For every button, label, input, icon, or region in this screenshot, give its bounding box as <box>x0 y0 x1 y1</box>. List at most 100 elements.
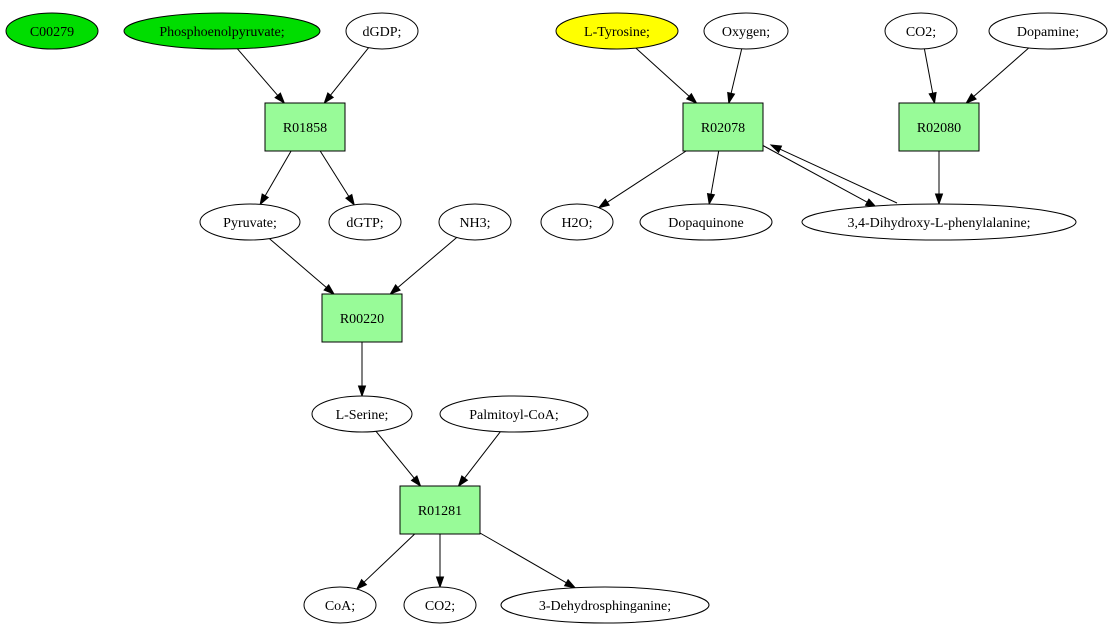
node-label: CoA; <box>325 599 355 614</box>
edge-R02080-to-ldopa <box>934 151 944 206</box>
compound-node-coa: CoA; <box>303 586 377 624</box>
node-label: R00220 <box>340 312 384 327</box>
compound-node-lserine: L-Serine; <box>311 395 413 433</box>
edge-line <box>973 47 1030 97</box>
reaction-node-R02078: R02078 <box>682 102 764 152</box>
compound-node-co2_top: CO2; <box>884 12 958 50</box>
compound-ellipse <box>328 203 402 241</box>
compound-ellipse <box>500 586 710 624</box>
edge-line <box>761 144 868 203</box>
edge-R01281-to-co2_bottom <box>435 534 445 589</box>
node-label: 3-Dehydrosphinganine; <box>539 599 671 614</box>
compound-ellipse <box>801 203 1077 241</box>
arrowhead <box>323 283 336 295</box>
compound-node-ldopa: 3,4-Dihydroxy-L-phenylalanine; <box>801 203 1077 241</box>
compound-node-co2_bottom: CO2; <box>403 586 477 624</box>
arrowhead <box>323 92 335 105</box>
edge-pyruvate-to-R00220 <box>269 238 336 295</box>
edge-line <box>779 148 898 204</box>
edge-line <box>397 237 458 288</box>
compound-node-pyruvate: Pyruvate; <box>199 203 301 241</box>
compound-node-dopaquinone: Dopaquinone <box>639 203 773 241</box>
compound-node-dGDP: dGDP; <box>345 12 419 50</box>
arrowhead <box>706 192 716 206</box>
edge-phosphoenolpyruvate-to-R01858 <box>237 48 286 105</box>
node-label: R01858 <box>283 121 327 136</box>
edge-line <box>237 48 279 96</box>
arrowhead <box>934 193 944 206</box>
edge-line <box>264 150 292 196</box>
edge-R02078-to-h2o <box>597 150 687 209</box>
compound-ellipse <box>703 12 789 50</box>
node-label: Pyruvate; <box>223 216 277 231</box>
reaction-box <box>898 102 980 152</box>
node-label: CO2; <box>425 599 455 614</box>
compound-ellipse <box>439 395 589 433</box>
reaction-node-R01281: R01281 <box>399 485 481 535</box>
edge-oxygen-to-R02078 <box>727 48 743 105</box>
edge-line <box>269 238 327 288</box>
arrowhead <box>410 475 422 488</box>
edge-R01858-to-dGTP <box>319 150 356 207</box>
compound-node-dGTP: dGTP; <box>328 203 402 241</box>
edge-R02078-to-dopaquinone <box>706 150 720 206</box>
node-label: R01281 <box>418 504 462 519</box>
arrowhead <box>457 475 469 488</box>
node-label: L-Tyrosine; <box>584 25 650 40</box>
node-label: 3,4-Dihydroxy-L-phenylalanine; <box>847 216 1030 231</box>
edge-lserine-to-R01281 <box>375 430 422 488</box>
compound-ellipse <box>639 203 773 241</box>
compound-node-oxygen: Oxygen; <box>703 12 789 50</box>
reaction-box <box>264 102 346 152</box>
edge-line <box>923 48 934 94</box>
node-label: H2O; <box>561 216 592 231</box>
node-label: R02080 <box>917 121 961 136</box>
compound-ellipse <box>199 203 301 241</box>
compound-node-dehydrosphinganine: 3-Dehydrosphinganine; <box>500 586 710 624</box>
arrowhead <box>274 92 286 105</box>
node-label: dGDP; <box>363 25 402 40</box>
edges-layer <box>237 47 1030 591</box>
arrowhead <box>355 578 368 591</box>
compound-ellipse <box>555 12 679 50</box>
arrowhead <box>769 144 783 154</box>
reaction-box <box>399 485 481 535</box>
edge-dopamine-to-R02080 <box>965 47 1030 104</box>
edge-line <box>635 47 690 97</box>
compound-node-C00279: C00279 <box>5 12 99 50</box>
reaction-node-R02080: R02080 <box>898 102 980 152</box>
edge-line <box>730 48 743 94</box>
arrowhead <box>435 576 445 589</box>
edge-line <box>363 533 416 583</box>
node-label: Palmitoyl-CoA; <box>469 408 558 423</box>
compound-node-h2o: H2O; <box>540 203 614 241</box>
edge-line <box>710 150 720 195</box>
arrowhead <box>965 92 977 104</box>
reaction-box <box>682 102 764 152</box>
edge-co2_top-to-R02080 <box>923 48 937 105</box>
arrowhead <box>389 284 401 295</box>
node-label: C00279 <box>30 25 74 40</box>
arrowhead <box>357 385 367 398</box>
edge-line <box>375 430 415 479</box>
reaction-node-R00220: R00220 <box>321 293 403 343</box>
arrowhead <box>685 92 698 105</box>
edge-R01281-to-dehydrosphinganine <box>479 532 577 589</box>
node-label: Oxygen; <box>722 25 770 40</box>
compound-ellipse <box>123 12 321 50</box>
arrowhead <box>345 193 356 207</box>
edge-ldopa-to-R02078 <box>769 144 898 204</box>
compound-ellipse <box>345 12 419 50</box>
arrowhead <box>727 91 736 105</box>
arrowhead <box>597 198 611 209</box>
node-label: Dopamine; <box>1017 25 1079 40</box>
edge-R01858-to-pyruvate <box>259 150 292 206</box>
reaction-box <box>321 293 403 343</box>
compound-ellipse <box>884 12 958 50</box>
edge-line <box>319 150 350 197</box>
compound-ellipse <box>540 203 614 241</box>
edge-line <box>330 47 369 96</box>
